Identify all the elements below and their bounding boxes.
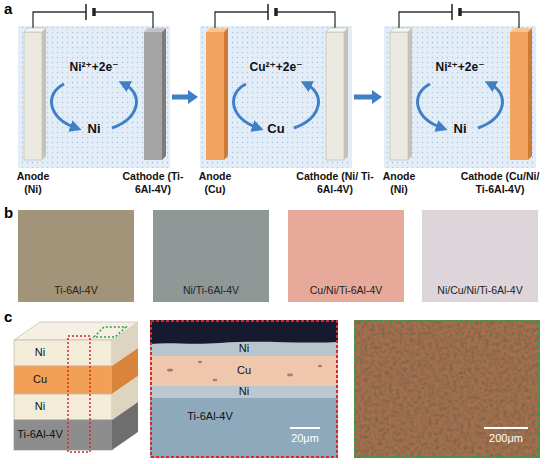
electrode-label: Cathode (Ti-6Al-4V) <box>116 170 190 195</box>
anode-plate <box>42 28 46 160</box>
arrow-head <box>372 90 382 104</box>
anode-plate <box>206 32 224 160</box>
panel-letter: a <box>4 0 20 18</box>
cathode-plate <box>326 32 344 160</box>
metal-text: Cu <box>267 121 284 136</box>
sample-photo: Ni/Cu/Ni/Ti-6Al-4V <box>422 210 538 302</box>
cathode-plate <box>528 28 532 160</box>
substrate-layer <box>14 420 112 450</box>
electrode-label: Anode (Cu) <box>190 170 240 195</box>
cycle-arrow <box>418 84 443 128</box>
layer-label: Ni <box>204 385 284 398</box>
scale-bar <box>290 427 320 429</box>
sample-label: Ti-6Al-4V <box>54 284 97 297</box>
pore <box>198 361 202 363</box>
battery-symbol <box>92 8 96 16</box>
sample-photo: Ni/Ti-6Al-4V <box>153 210 269 302</box>
cathode-plate <box>144 32 162 160</box>
reaction-text: Ni²⁺+2e⁻ <box>69 60 118 75</box>
process-arrow <box>354 90 382 104</box>
micrograph-frame <box>355 321 539 457</box>
electrolysis-cell: Ni²⁺+2e⁻ Ni <box>384 26 536 168</box>
surface-texture <box>354 320 540 458</box>
metal-text: Ni <box>88 121 101 136</box>
battery-symbol <box>458 8 462 16</box>
layer-label: Ni <box>14 346 66 359</box>
process-arrow <box>172 90 198 104</box>
electrode-label: Cathode (Ni/ Ti-6Al-4V) <box>290 170 380 195</box>
cycle-arrow <box>234 84 259 128</box>
cathode-plate <box>344 28 348 160</box>
scale-label: 200μm <box>478 432 534 445</box>
electrode-label: Anode (Ni) <box>8 170 58 195</box>
battery-symbol <box>274 8 278 16</box>
cu-region <box>150 356 338 386</box>
arrow-shaft <box>354 95 372 100</box>
electrode-label: Cathode (Cu/Ni/ Ti-6Al-4V) <box>455 170 545 195</box>
electrolysis-cell: Ni²⁺+2e⁻ Ni <box>18 26 170 168</box>
sample-label: Cu/Ni/Ti-6Al-4V <box>310 284 383 297</box>
sample-photo: Ti-6Al-4V <box>18 210 134 302</box>
reaction-text: Ni²⁺+2e⁻ <box>435 60 484 75</box>
layer-label: Ni <box>204 342 284 355</box>
sample-label: Ni/Cu/Ni/Ti-6Al-4V <box>437 284 522 297</box>
battery-symbol <box>451 4 453 20</box>
arrow-shaft <box>172 95 188 100</box>
panel-letter: c <box>4 308 20 326</box>
layer-label: Ti-6Al-4V <box>170 410 250 423</box>
ni-region <box>150 386 338 398</box>
battery-symbol <box>85 4 87 20</box>
cycle-arrow <box>478 84 503 128</box>
electrode-label: Anode (Ni) <box>374 170 424 195</box>
cathode-plate <box>510 32 528 160</box>
substrate-layer <box>112 402 138 450</box>
layer-label: Ni <box>14 400 66 413</box>
cathode-plate <box>162 28 166 160</box>
scale-label: 20μm <box>280 432 330 445</box>
anode-plate <box>24 32 42 160</box>
battery-symbol <box>267 4 269 20</box>
electrolyte-bath <box>200 26 352 168</box>
anode-plate <box>408 28 412 160</box>
surface-micrograph <box>354 320 540 458</box>
anode-plate <box>390 32 408 160</box>
scale-bar <box>484 427 528 429</box>
cycle-arrow <box>52 84 77 128</box>
arrow-head <box>188 90 198 104</box>
sample-label: Ni/Ti-6Al-4V <box>183 284 239 297</box>
pore <box>318 365 322 367</box>
cu-layer <box>14 366 112 394</box>
cycle-arrow <box>294 84 319 128</box>
panel-letter: b <box>4 204 20 222</box>
ni-layer <box>14 340 112 366</box>
sample-photo: Cu/Ni/Ti-6Al-4V <box>288 210 404 302</box>
section-marker <box>68 336 90 452</box>
layer-label: Cu <box>204 364 284 377</box>
electrolyte-bath <box>384 26 536 168</box>
metal-text: Ni <box>454 121 467 136</box>
cycle-arrow <box>112 84 137 128</box>
substrate-region <box>150 320 338 458</box>
layer-label: Ti-6Al-4V <box>14 428 66 441</box>
electrolyte-bath <box>18 26 170 168</box>
pore <box>213 379 218 381</box>
mount-region <box>150 320 338 344</box>
surface-marker <box>94 327 126 337</box>
pore <box>287 374 293 377</box>
ni-layer <box>14 394 112 420</box>
anode-plate <box>224 28 228 160</box>
reaction-text: Cu²⁺+2e⁻ <box>249 60 302 75</box>
layer-label: Cu <box>14 373 66 386</box>
electrolysis-cell: Cu²⁺+2e⁻ Cu <box>200 26 352 168</box>
micrograph-frame <box>151 321 337 457</box>
pore <box>167 369 173 372</box>
